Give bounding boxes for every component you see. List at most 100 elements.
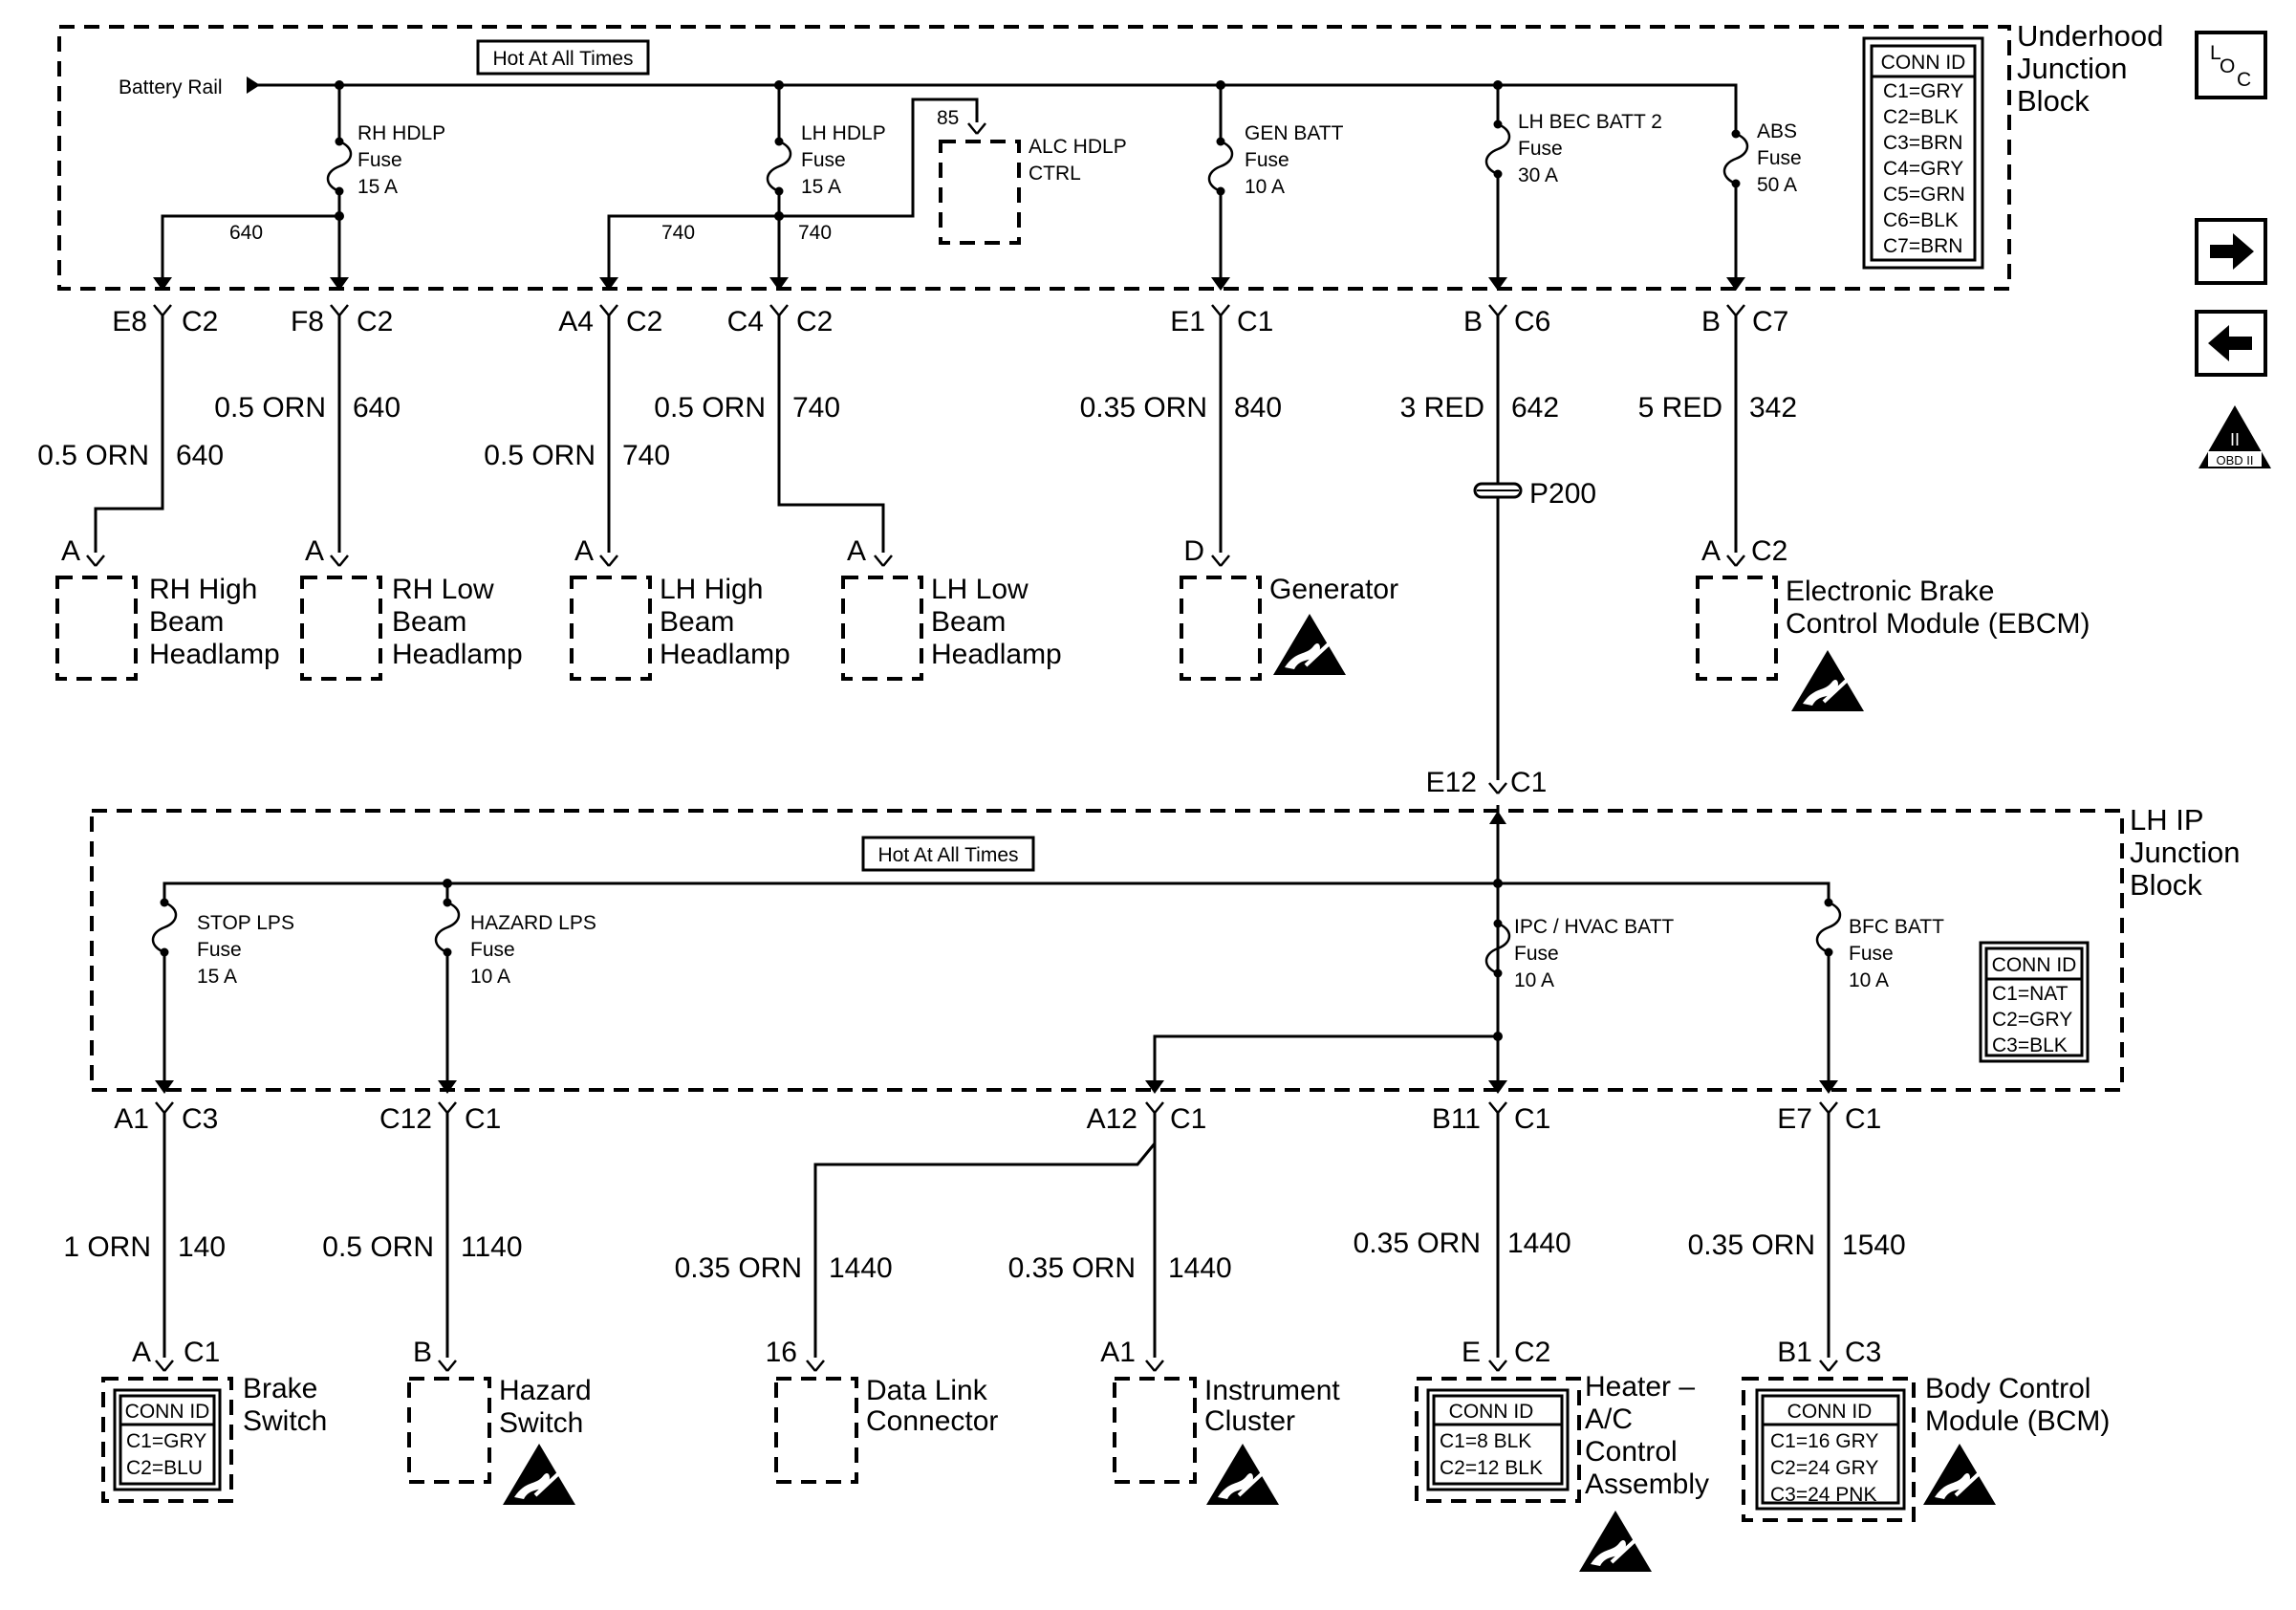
svg-text:A: A xyxy=(1701,535,1721,567)
svg-text:740: 740 xyxy=(792,392,840,424)
splice-p200: P200 xyxy=(1473,478,1596,510)
load-brake-switch: A C1 CONN ID C1=GRY C2=BLU Brake Switch xyxy=(101,1337,327,1503)
svg-text:P200: P200 xyxy=(1529,478,1596,510)
hot-at-all-times-badge-upper xyxy=(476,39,650,76)
wire-1440-branch xyxy=(1153,1034,1498,1080)
svg-text:C: C xyxy=(2237,69,2251,91)
lhip-rail xyxy=(162,881,1830,903)
load-ebcm: A C2 Electronic Brake Control Module (EB… xyxy=(1696,535,2090,713)
svg-text:GEN BATT: GEN BATT xyxy=(1245,122,1344,144)
hot-at-all-times-badge-lower xyxy=(861,836,1035,872)
load-heater-ac-control-assembly: E C2 CONN ID C1=8 BLK C2=12 BLK Heater –… xyxy=(1415,1337,1709,1574)
svg-text:C1=GRY: C1=GRY xyxy=(126,1430,206,1452)
svg-text:Fuse: Fuse xyxy=(1849,943,1894,965)
svg-text:0.35 ORN: 0.35 ORN xyxy=(675,1252,802,1284)
svg-text:LH Low: LH Low xyxy=(931,574,1029,605)
svg-text:0.5 ORN: 0.5 ORN xyxy=(654,392,766,424)
upper-wires: 0.5 ORN 640 0.5 ORN 640 0.5 ORN 740 0.5 … xyxy=(37,315,1797,780)
svg-text:Cluster: Cluster xyxy=(1204,1405,1295,1437)
load-body-control-module: B1 C3 CONN ID C1=16 GRY C2=24 GRY C3=24 … xyxy=(1742,1337,2110,1522)
svg-text:C1: C1 xyxy=(1510,767,1547,798)
svg-text:5 RED: 5 RED xyxy=(1638,392,1722,424)
svg-text:OBD II: OBD II xyxy=(2216,453,2253,468)
svg-text:Fuse: Fuse xyxy=(1514,943,1559,965)
svg-text:Fuse: Fuse xyxy=(470,939,515,961)
svg-text:15 A: 15 A xyxy=(357,176,398,198)
esd-warning-icon xyxy=(1789,648,1866,713)
svg-text:10 A: 10 A xyxy=(470,966,510,988)
svg-text:C4: C4 xyxy=(727,306,764,337)
alc-hdlp-ctrl: 85 ALC HDLP CTRL xyxy=(937,107,1127,245)
svg-text:Headlamp: Headlamp xyxy=(660,639,791,670)
svg-text:Fuse: Fuse xyxy=(197,939,242,961)
svg-text:ALC HDLP: ALC HDLP xyxy=(1029,136,1127,158)
fuse-hazard-lps: HAZARD LPS Fuse 10 A xyxy=(434,883,596,1080)
svg-text:Fuse: Fuse xyxy=(1757,147,1802,169)
svg-text:Beam: Beam xyxy=(149,606,224,638)
svg-text:RH High: RH High xyxy=(149,574,257,605)
svg-text:B11: B11 xyxy=(1432,1103,1481,1135)
svg-text:IPC / HVAC BATT: IPC / HVAC BATT xyxy=(1514,916,1674,938)
obd-ii-icon[interactable]: OBD II II xyxy=(2199,405,2271,468)
lhip-title-2: Junction xyxy=(2130,836,2240,869)
svg-text:BFC BATT: BFC BATT xyxy=(1849,916,1944,938)
load-rh-low-beam-headlamp: A RH Low Beam Headlamp xyxy=(300,535,523,681)
svg-text:C1: C1 xyxy=(184,1337,220,1368)
svg-text:B1: B1 xyxy=(1777,1337,1812,1368)
svg-text:LH BEC BATT 2: LH BEC BATT 2 xyxy=(1518,111,1662,133)
lhip-title-3: Block xyxy=(2130,868,2202,902)
lh-ip-junction-block: LH IP Junction Block Hot At All Times ST… xyxy=(90,803,2240,1092)
svg-text:0.5 ORN: 0.5 ORN xyxy=(484,440,596,471)
svg-text:C2: C2 xyxy=(626,306,662,337)
svg-text:C3=BLK: C3=BLK xyxy=(1992,1034,2068,1056)
arrow-right-icon[interactable] xyxy=(2195,218,2267,285)
svg-text:Module (BCM): Module (BCM) xyxy=(1925,1405,2110,1437)
svg-text:C1=GRY: C1=GRY xyxy=(1883,80,1963,102)
svg-text:0.5 ORN: 0.5 ORN xyxy=(322,1231,434,1263)
svg-text:Brake: Brake xyxy=(243,1373,317,1404)
svg-text:RH Low: RH Low xyxy=(392,574,494,605)
svg-text:140: 140 xyxy=(178,1231,226,1263)
svg-text:Hazard: Hazard xyxy=(499,1375,592,1406)
load-lh-high-beam-headlamp: A LH High Beam Headlamp xyxy=(570,535,791,681)
loc-icon[interactable]: L O C xyxy=(2195,31,2267,99)
fuse-bfc-batt: BFC BATT Fuse 10 A xyxy=(1815,897,1944,1080)
svg-text:A: A xyxy=(847,535,866,567)
svg-text:1440: 1440 xyxy=(1507,1228,1571,1259)
svg-text:D: D xyxy=(1183,535,1204,567)
esd-warning-icon xyxy=(1271,612,1348,677)
svg-text:C2: C2 xyxy=(1751,535,1787,567)
svg-text:A/C: A/C xyxy=(1585,1403,1633,1435)
svg-text:15 A: 15 A xyxy=(801,176,841,198)
svg-text:C6: C6 xyxy=(1514,306,1550,337)
svg-text:C2=BLK: C2=BLK xyxy=(1883,106,1959,128)
svg-text:10 A: 10 A xyxy=(1245,176,1285,198)
svg-text:C5=GRN: C5=GRN xyxy=(1883,184,1965,206)
svg-text:Headlamp: Headlamp xyxy=(149,639,280,670)
svg-text:HAZARD LPS: HAZARD LPS xyxy=(470,912,596,934)
svg-text:STOP LPS: STOP LPS xyxy=(197,912,294,934)
svg-text:Switch: Switch xyxy=(243,1405,327,1437)
svg-text:Headlamp: Headlamp xyxy=(392,639,523,670)
circuit-740-label-b: 740 xyxy=(798,222,832,244)
svg-text:C2: C2 xyxy=(357,306,393,337)
svg-text:Fuse: Fuse xyxy=(1518,138,1563,160)
svg-text:C1: C1 xyxy=(1170,1103,1206,1135)
svg-text:Connector: Connector xyxy=(866,1405,998,1437)
fuse-ipc-hvac-batt: IPC / HVAC BATT Fuse 10 A xyxy=(1484,916,1674,991)
svg-text:C3: C3 xyxy=(182,1103,218,1135)
arrow-left-icon[interactable] xyxy=(2195,310,2267,377)
svg-text:C2=GRY: C2=GRY xyxy=(1992,1009,2072,1031)
svg-text:Beam: Beam xyxy=(660,606,734,638)
underhood-conn-id: CONN ID C1=GRY C2=BLK C3=BRN C4=GRY C5=G… xyxy=(1862,36,1984,270)
svg-text:50 A: 50 A xyxy=(1757,174,1797,196)
lhip-conn-id: CONN ID C1=NAT C2=GRY C3=BLK xyxy=(1979,941,2090,1063)
svg-text:642: 642 xyxy=(1511,392,1559,424)
battery-rail-label: Battery Rail xyxy=(119,76,223,98)
circuit-640-label: 640 xyxy=(229,222,263,244)
svg-text:C3=24 PNK: C3=24 PNK xyxy=(1770,1484,1876,1506)
svg-text:Body Control: Body Control xyxy=(1925,1373,2090,1404)
svg-text:C1=NAT: C1=NAT xyxy=(1992,983,2069,1005)
svg-text:CONN ID: CONN ID xyxy=(1881,52,1966,74)
